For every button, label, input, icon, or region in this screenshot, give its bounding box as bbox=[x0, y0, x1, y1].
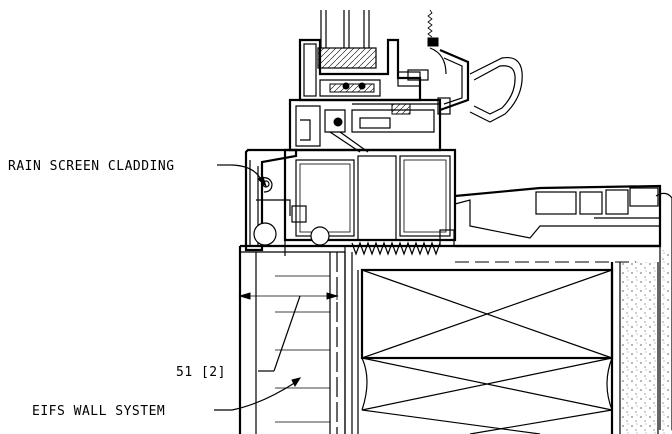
leader-eifs bbox=[214, 377, 302, 411]
rain-screen-cladding bbox=[244, 148, 330, 252]
main-frame-sill bbox=[283, 148, 457, 256]
sash-frame-profile bbox=[288, 38, 523, 153]
wall-assembly bbox=[238, 244, 660, 434]
dimension-51-mm bbox=[238, 266, 339, 372]
label-eifs-wall-system: EIFS WALL SYSTEM bbox=[32, 404, 165, 419]
label-dimension-51: 51 [2] bbox=[176, 365, 226, 380]
glazing-unit bbox=[317, 9, 439, 69]
label-rain-screen-cladding: RAIN SCREEN CLADDING bbox=[8, 159, 175, 174]
leader-rain-screen bbox=[217, 164, 268, 188]
